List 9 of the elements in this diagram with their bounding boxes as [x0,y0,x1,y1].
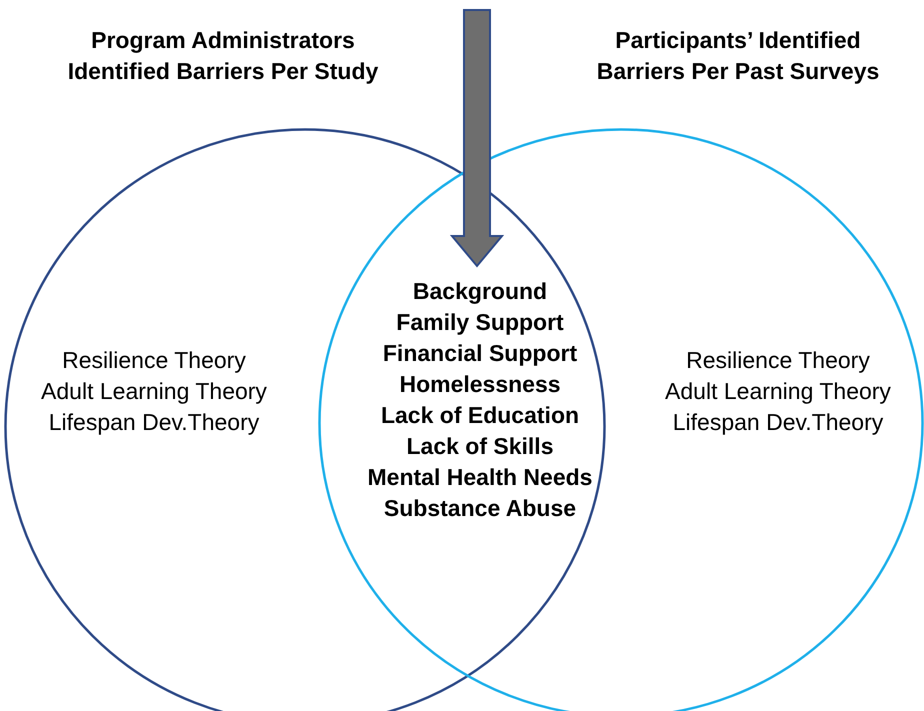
theory-item: Lifespan Dev.Theory [672,408,884,437]
theory-item: Adult Learning Theory [664,377,892,406]
circle-heading: Participants’ Identified Barriers Per Past Surveys [596,26,880,86]
theory-item: Resilience Theory [61,346,247,375]
theory-item: Lifespan Dev.Theory [48,408,260,437]
theory-item: Resilience Theory [685,346,871,375]
theory-item: Adult Learning Theory [40,377,268,406]
block-arrow [450,9,504,268]
circle-heading: Program Administrators Identified Barriers Per Study [66,26,380,86]
